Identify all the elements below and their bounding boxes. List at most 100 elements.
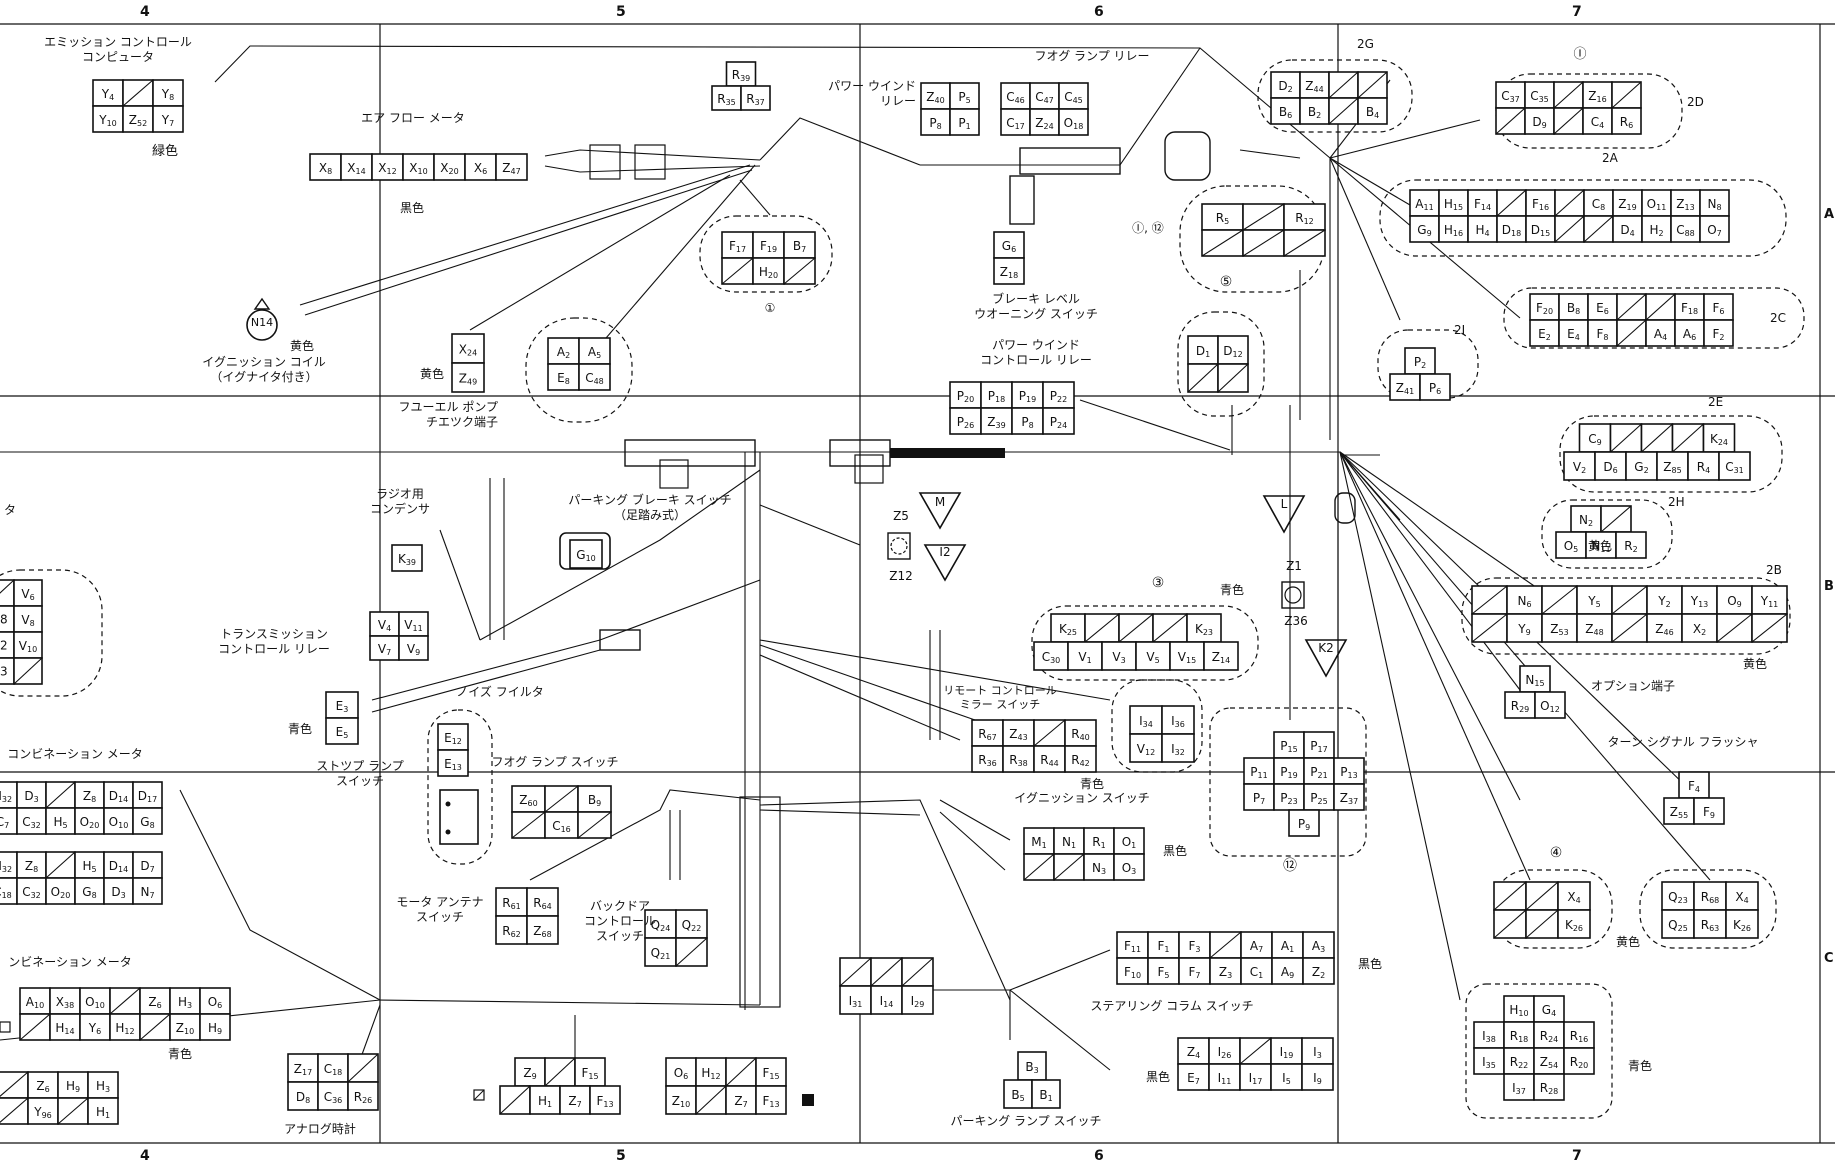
pin-label: A5 [588, 345, 601, 360]
pin-label: R26 [354, 1090, 373, 1105]
pin-label: R5 [1216, 211, 1229, 226]
label-motor-antenna: モータ アンテナスイッチ [396, 895, 483, 924]
label-blue-4: 青色 [1220, 583, 1244, 597]
pin-label: C1 [1250, 965, 1263, 980]
label-j2h: 2H [1668, 495, 1685, 509]
label-z12: Z12 [889, 569, 913, 583]
col-label-5-bottom: 5 [616, 1148, 626, 1163]
pin-label: F6 [1713, 301, 1725, 316]
pin-label: R40 [1071, 727, 1090, 742]
pin-label: R38 [1009, 753, 1028, 768]
badge-l-triangle [1262, 495, 1306, 534]
col-label-7-bottom: 7 [1572, 1148, 1582, 1163]
label-z1: Z1 [1286, 559, 1302, 573]
pin-label: Z16 [1588, 89, 1606, 104]
pin-label: O7 [1707, 223, 1722, 238]
label-air-flow: エア フロー メータ [361, 111, 465, 125]
pin-label: G4 [1542, 1003, 1556, 1018]
pin-label: Z7 [734, 1094, 747, 1109]
dashed-groups [0, 59, 1805, 1119]
pin-label: Z18 [1000, 265, 1018, 280]
pin-label: H12 [701, 1066, 720, 1081]
pin-label: F15 [762, 1066, 779, 1081]
pin-label: F3 [1189, 939, 1201, 954]
pin-label: F14 [1474, 197, 1491, 212]
pin-label: O20 [80, 815, 100, 830]
pin-label: O3 [1122, 861, 1137, 876]
pin-label: Y9 [1517, 622, 1530, 637]
label-ign-coil: イグニッション コイル（イグナイタ付き） [202, 355, 326, 384]
pin-label: E3 [336, 699, 349, 714]
pin-label: P20 [957, 389, 974, 404]
pin-label: C18 [0, 885, 12, 900]
pin-label: P19 [1280, 765, 1297, 780]
pin-label: Z46 [1655, 622, 1673, 637]
pin-label: F15 [581, 1066, 598, 1081]
label-z36: Z36 [1284, 614, 1308, 628]
pin-label: A1 [1281, 939, 1294, 954]
pin-label: I17 [1249, 1071, 1263, 1086]
pin-label: H9 [208, 1021, 222, 1036]
pin-label: V12 [1137, 742, 1155, 757]
pin-label: H4 [1475, 223, 1489, 238]
pin-label: H14 [55, 1021, 74, 1036]
pin-label: E2 [1538, 327, 1551, 342]
pin-label: F13 [596, 1094, 613, 1109]
pin-label: P24 [1050, 415, 1067, 430]
connector-comb-left2: H32Z8H5D14D7C18C32O20G8D3N7 [0, 851, 163, 905]
label-fog-switch: フオグ ランプ スイッチ [491, 755, 618, 769]
pin-label: X38 [56, 995, 74, 1010]
pin-label: D12 [1223, 344, 1242, 359]
pin-label: F13 [762, 1094, 779, 1109]
pin-label: F2 [1713, 327, 1725, 342]
pin-label: N15 [1525, 673, 1544, 688]
pin-label: Z2 [1312, 965, 1325, 980]
col-label-4: 4 [140, 4, 150, 20]
pin-label: Q23 [1668, 890, 1688, 905]
pin-label: G6 [1002, 239, 1016, 254]
pin-label: B1 [1039, 1088, 1052, 1103]
label-ecu: エミッション コントロールコンピュータ [44, 35, 192, 64]
pin-label: H10 [1509, 1003, 1528, 1018]
pin-label: Y8 [161, 87, 174, 102]
pin-label: R44 [1040, 753, 1059, 768]
pin-label: Z60 [519, 793, 537, 808]
pin-label: N1 [1062, 835, 1076, 850]
label-j2e: 2E [1708, 395, 1723, 409]
col-label-5: 5 [616, 4, 626, 20]
pin-label: Z43 [1009, 727, 1027, 742]
pin-label: C88 [1676, 223, 1695, 238]
pin-label: I35 [1482, 1055, 1496, 1070]
pin-label: E12 [444, 731, 462, 746]
pin-label: C8 [1592, 197, 1605, 212]
pin-label: O10 [109, 815, 129, 830]
pin-label: Z53 [1550, 622, 1568, 637]
label-j2a: 2A [1602, 151, 1619, 165]
pin-label: Z85 [1663, 460, 1681, 475]
pin-label: A4 [1654, 327, 1667, 342]
pin-label: Z6 [148, 995, 161, 1010]
pin-label: A6 [1683, 327, 1696, 342]
label-j2i: 2I [1454, 323, 1465, 337]
pin-label: R42 [1071, 753, 1090, 768]
label-turn-flasher: ターン シグナル フラッシャ [1607, 735, 1758, 749]
pin-label: X8 [319, 161, 332, 176]
pin-label: C9 [1588, 432, 1601, 447]
label-black-2: 黒色 [1146, 1070, 1170, 1084]
pin-label: Z41 [1396, 381, 1414, 396]
label-blue-5: 青色 [168, 1047, 192, 1061]
pin-label: D2 [1278, 79, 1292, 94]
